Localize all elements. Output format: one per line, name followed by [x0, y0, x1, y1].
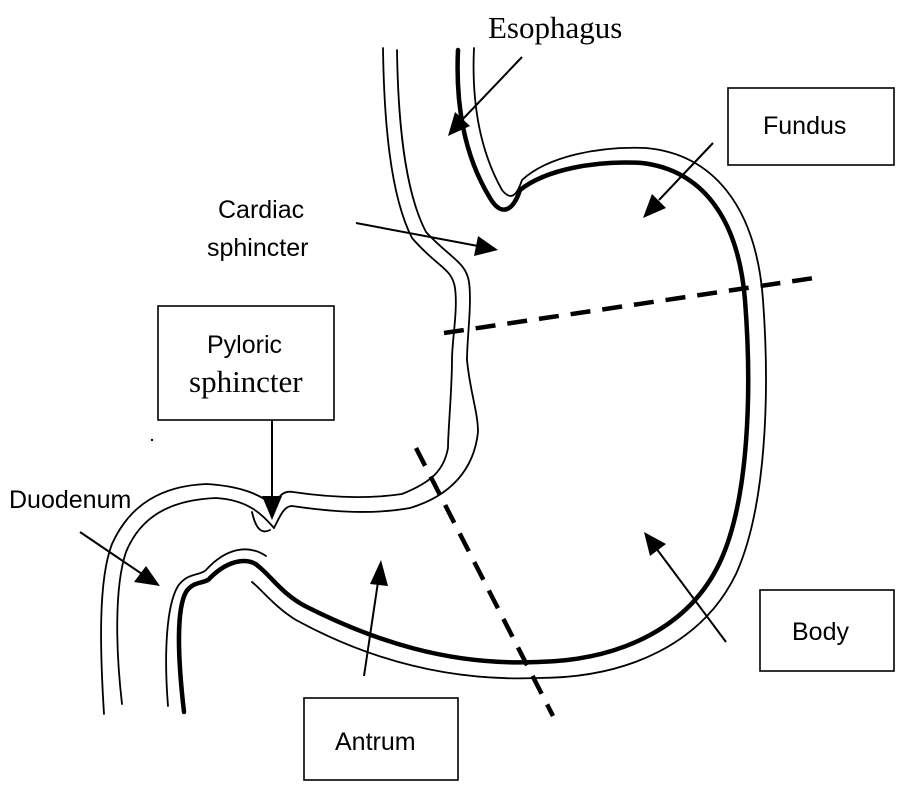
duodenum-label: Duodenum [9, 486, 131, 514]
antrum-label: Antrum [335, 728, 416, 756]
fundus-label: Fundus [763, 112, 846, 140]
body-label-group: Body [760, 590, 894, 671]
pyloric-label-line2: sphincter [189, 364, 303, 399]
stray-dot [151, 439, 153, 441]
duodenum-upper-wall [101, 484, 274, 714]
esophagus-outer-wall [383, 48, 456, 360]
esophagus-label-group: Esophagus [488, 10, 622, 45]
pyloric-label-box [158, 306, 334, 420]
antrum-label-group: Antrum [304, 698, 458, 780]
cardiac-sphincter-label-group: Cardiac sphincter [207, 196, 308, 262]
fundus-body-divider [444, 278, 814, 333]
antrum-arrowhead [370, 560, 388, 586]
duodenum-upper-wall-inner [117, 498, 274, 704]
pyloric-sphincter-label-group: Pyloric sphincter [158, 306, 334, 420]
body-arrowhead [644, 532, 666, 556]
esophagus-label: Esophagus [488, 10, 622, 45]
cardiac-arrowhead [474, 236, 498, 256]
body-pointer [656, 548, 726, 642]
duodenum-lower-wall-thick [179, 561, 258, 712]
fundus-label-group: Fundus [728, 88, 894, 165]
duodenum-arrowhead [134, 566, 160, 586]
body-label: Body [792, 618, 849, 646]
esophagus-pointer [462, 57, 522, 120]
duodenum-label-group: Duodenum [9, 486, 131, 514]
body-antrum-divider [416, 448, 553, 716]
cardiac-label-line1: Cardiac [218, 196, 304, 224]
cardiac-label-line2: sphincter [207, 234, 308, 262]
antrum-pointer [364, 582, 378, 676]
pyloric-label-line1: Pyloric [207, 331, 282, 359]
